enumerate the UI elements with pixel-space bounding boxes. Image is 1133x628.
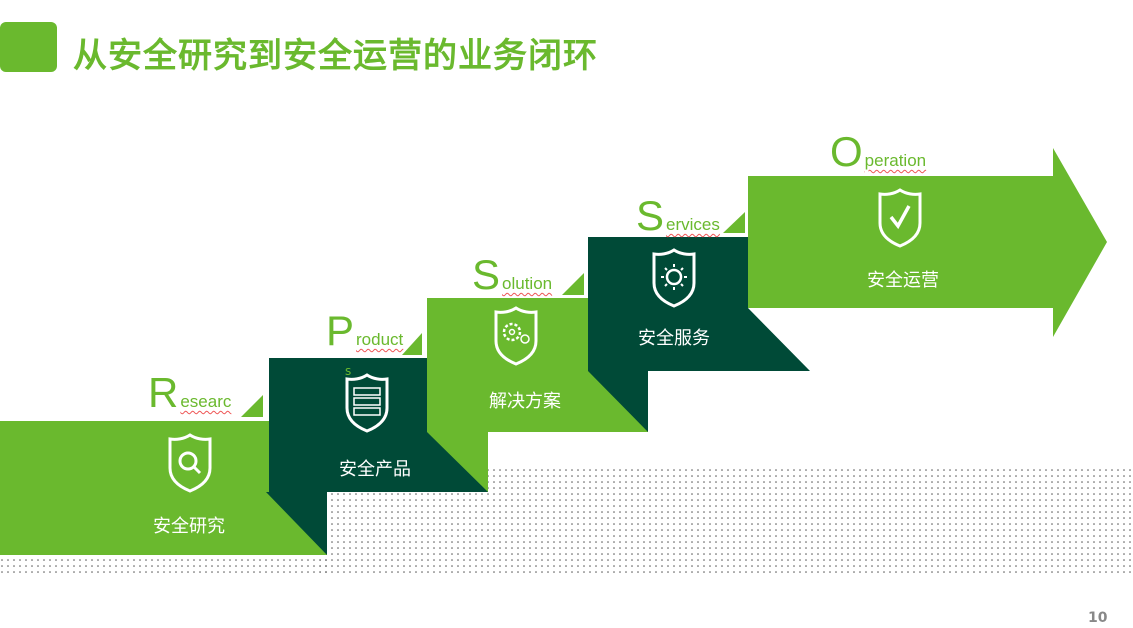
caption-services: 安全服务: [638, 328, 710, 349]
label-rest: olution: [502, 274, 553, 293]
shield-search-icon: [168, 433, 212, 493]
corner-mark: [723, 212, 745, 233]
corner-mark: [402, 333, 422, 355]
label-rest: esearc: [180, 392, 232, 411]
caption-operation: 安全运营: [867, 270, 939, 291]
label-rest: peration: [864, 151, 927, 170]
shield-check-icon: [878, 188, 922, 248]
stray-text: s: [345, 364, 352, 378]
label-initial: S: [636, 192, 665, 239]
shield-server-icon: [345, 373, 389, 433]
fold-triangle: [266, 492, 327, 555]
title-accent-bar: [0, 22, 57, 72]
label-initial: S: [472, 251, 501, 298]
label-rest: roduct: [356, 330, 404, 349]
step-operation-arrow: [748, 148, 1107, 337]
label-rest: ervices: [666, 215, 720, 234]
fold-triangle: [748, 308, 810, 371]
caption-research: 安全研究: [153, 516, 225, 537]
shield-sun-icon: [652, 248, 696, 308]
corner-mark: [241, 395, 263, 417]
fold-triangle: [588, 371, 648, 432]
page-title: 从安全研究到安全运营的业务闭环: [73, 36, 598, 76]
caption-solution: 解决方案: [489, 391, 561, 412]
corner-mark: [562, 273, 584, 295]
label-initial: R: [148, 369, 179, 416]
dot-pattern: [0, 555, 330, 575]
label-initial: O: [830, 128, 863, 175]
shield-gear-icon: [494, 306, 538, 366]
fold-triangle: [427, 432, 488, 492]
label-initial: P: [326, 307, 355, 354]
page-number: 10: [1088, 610, 1108, 626]
caption-product: 安全产品: [339, 459, 411, 480]
